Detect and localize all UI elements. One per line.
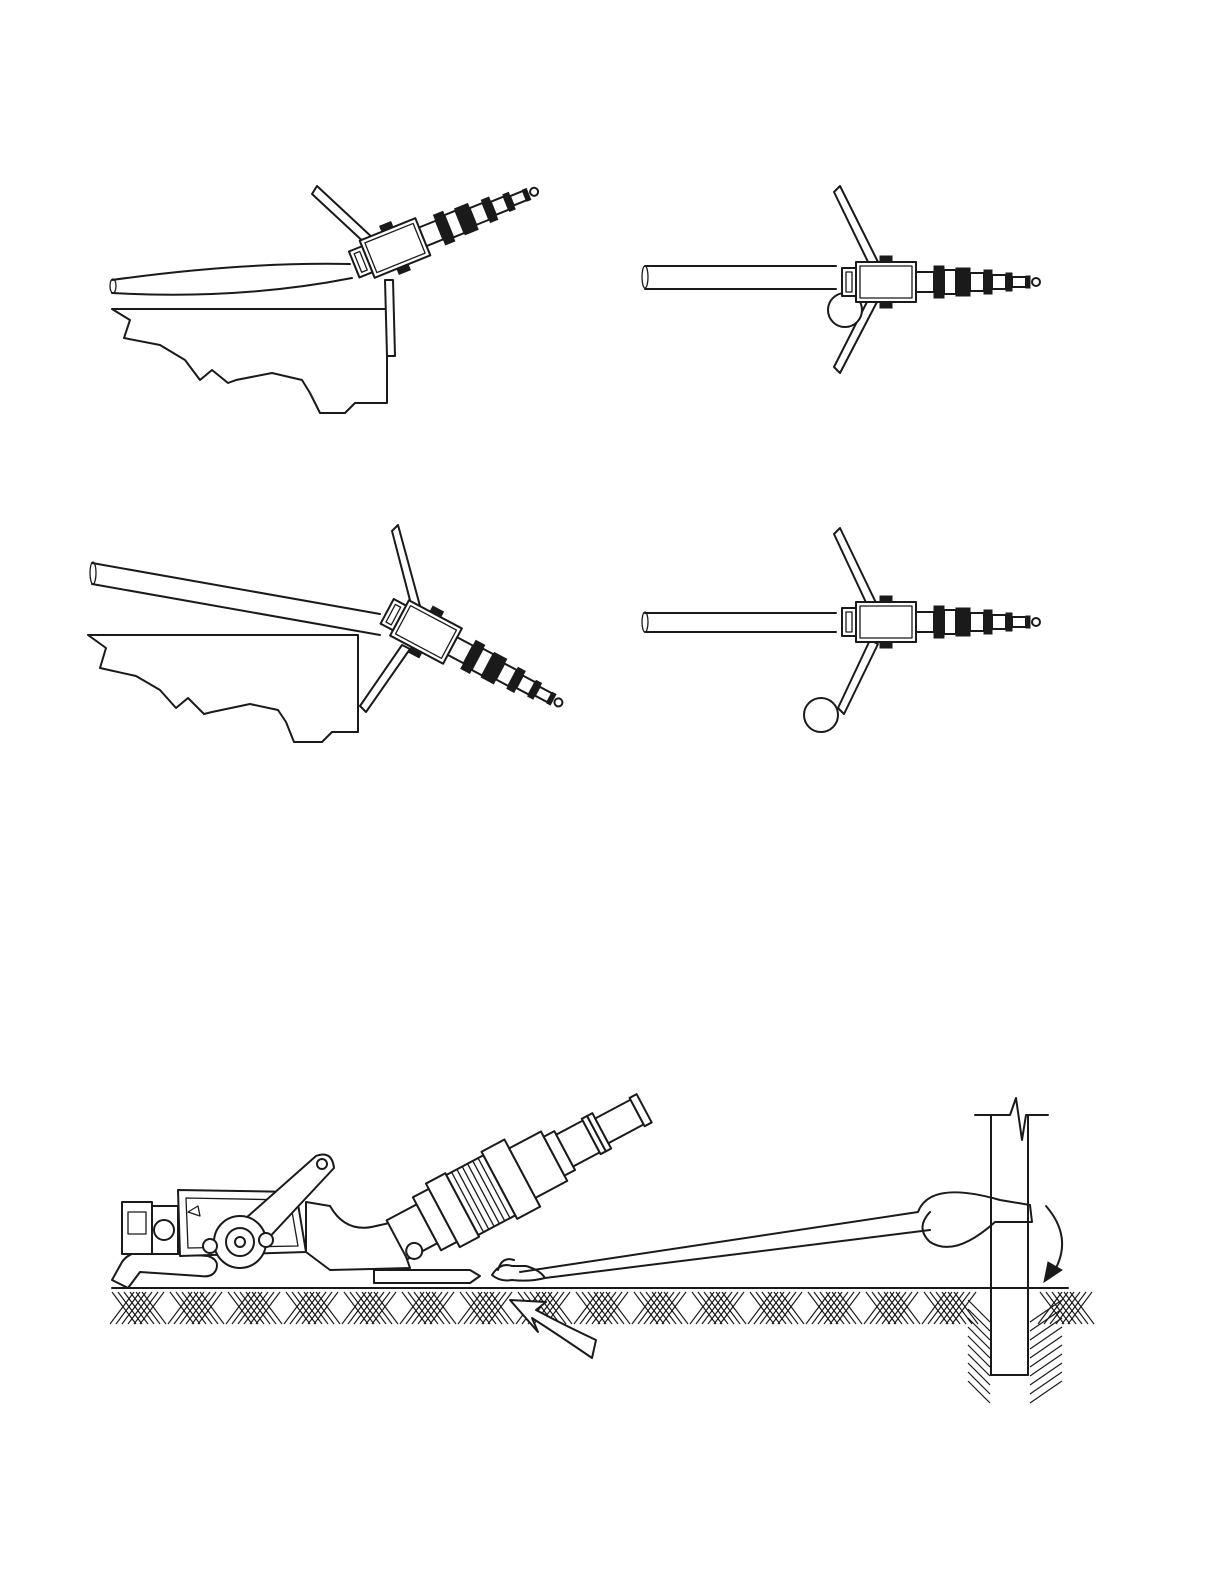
leg-lower — [838, 640, 878, 714]
hose-lower-edge — [92, 584, 380, 635]
hose-end — [642, 612, 648, 632]
hose-upper-edge — [112, 264, 350, 280]
leg-upper — [312, 186, 375, 246]
leg-upper — [392, 525, 420, 608]
figure-middle-left — [88, 525, 574, 742]
hose-end — [642, 266, 648, 288]
hose-lower-edge — [112, 278, 352, 295]
nozzle-assembly — [842, 596, 1040, 648]
leg-lower — [360, 645, 410, 712]
round-post — [804, 698, 838, 732]
hose-end — [110, 279, 116, 293]
ground-hatching — [110, 1292, 1094, 1403]
figure-top-left — [110, 166, 548, 413]
leg-upper — [834, 528, 878, 611]
figure-bottom — [110, 1075, 1094, 1403]
post — [975, 1098, 1048, 1375]
ledge-outline — [112, 309, 387, 413]
hose-upper-edge — [92, 563, 380, 614]
figure-middle-right — [642, 528, 1040, 732]
rotation-arrow-icon — [1046, 1206, 1062, 1268]
rear-foot — [112, 1252, 217, 1288]
figure-top-right — [642, 186, 1040, 373]
coupling-tip — [379, 1075, 662, 1274]
base-foot — [374, 1270, 480, 1283]
strap-hook — [492, 1265, 545, 1281]
hose-end — [90, 562, 96, 584]
leg-upper — [834, 186, 878, 266]
strap-lower-edge — [545, 1230, 930, 1278]
nozzle-assembly — [842, 256, 1040, 308]
ledge-outline — [88, 635, 358, 742]
leg-lower — [385, 280, 395, 356]
curved-arrow-icon — [510, 1300, 596, 1358]
nozzle-assembly — [344, 166, 547, 288]
strap — [520, 1192, 1032, 1272]
